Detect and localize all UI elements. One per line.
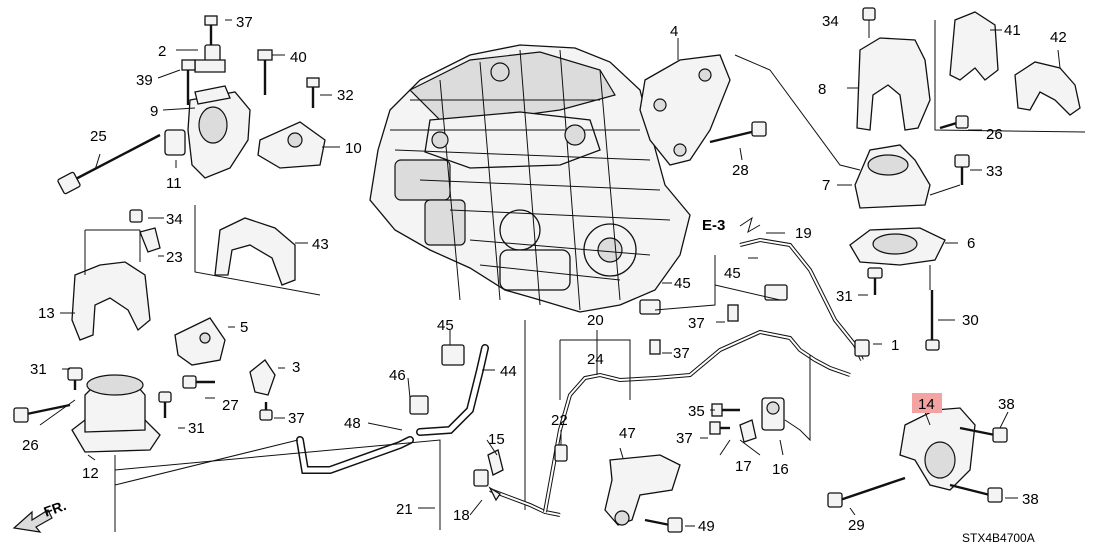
callout-41[interactable]: 41 bbox=[1004, 22, 1021, 39]
callout-39[interactable]: 39 bbox=[136, 72, 153, 89]
callout-31c[interactable]: 31 bbox=[836, 288, 853, 305]
callout-45c[interactable]: 45 bbox=[724, 265, 741, 282]
reference-e3[interactable]: E-3 bbox=[702, 217, 725, 234]
callout-21[interactable]: 21 bbox=[396, 501, 413, 518]
callout-49[interactable]: 49 bbox=[698, 518, 715, 535]
callout-5[interactable]: 5 bbox=[240, 319, 248, 336]
wire-harness-assembly bbox=[543, 232, 882, 513]
callout-3[interactable]: 3 bbox=[292, 359, 300, 376]
mount-13-assembly bbox=[60, 209, 164, 341]
callout-28[interactable]: 28 bbox=[732, 162, 749, 179]
callout-42[interactable]: 42 bbox=[1050, 29, 1067, 46]
highlight-box-14 bbox=[912, 393, 942, 413]
callout-38a[interactable]: 38 bbox=[998, 396, 1015, 413]
callout-11[interactable]: 11 bbox=[166, 175, 182, 192]
reference-e3-arrow bbox=[739, 216, 761, 234]
mount-bracket-9-assembly bbox=[57, 15, 340, 195]
callout-1[interactable]: 1 bbox=[891, 337, 899, 354]
callout-32[interactable]: 32 bbox=[337, 87, 354, 104]
bracket-47-assembly bbox=[604, 447, 695, 533]
sensor-assembly bbox=[700, 355, 811, 456]
callout-30[interactable]: 30 bbox=[962, 312, 979, 329]
callout-26a[interactable]: 26 bbox=[986, 126, 1003, 143]
callout-45b[interactable]: 45 bbox=[674, 275, 691, 292]
svg-text:FR.: FR. bbox=[42, 497, 69, 520]
mount-12-assembly bbox=[13, 317, 285, 461]
bracket-4-assembly bbox=[639, 38, 861, 171]
callout-40[interactable]: 40 bbox=[290, 49, 307, 66]
callout-22[interactable]: 22 bbox=[551, 412, 568, 429]
callout-44[interactable]: 44 bbox=[500, 363, 517, 380]
callout-29[interactable]: 29 bbox=[848, 517, 865, 534]
insulator-43-frame bbox=[194, 205, 321, 296]
callout-15[interactable]: 15 bbox=[488, 431, 505, 448]
callout-14[interactable]: 14 bbox=[918, 396, 935, 413]
callout-7[interactable]: 7 bbox=[822, 177, 830, 194]
callout-6[interactable]: 6 bbox=[967, 235, 975, 252]
insulator-41-42-frame bbox=[934, 11, 1086, 133]
callout-47[interactable]: 47 bbox=[619, 425, 636, 442]
callout-25[interactable]: 25 bbox=[90, 128, 107, 145]
callout-20[interactable]: 20 bbox=[587, 312, 604, 329]
mount-14-assembly bbox=[827, 407, 1018, 516]
callout-18[interactable]: 18 bbox=[453, 507, 470, 524]
callout-37d[interactable]: 37 bbox=[673, 345, 690, 362]
hose-assembly bbox=[114, 320, 561, 532]
callout-13[interactable]: 13 bbox=[38, 305, 55, 322]
callout-37e[interactable]: 37 bbox=[676, 430, 693, 447]
callout-4[interactable]: 4 bbox=[670, 23, 678, 40]
callout-37a[interactable]: 37 bbox=[236, 14, 253, 31]
mount-8-7-6-assembly bbox=[837, 7, 982, 351]
callout-27[interactable]: 27 bbox=[222, 397, 239, 414]
callout-34b[interactable]: 34 bbox=[822, 13, 839, 30]
callout-26b[interactable]: 26 bbox=[22, 437, 39, 454]
callout-17[interactable]: 17 bbox=[735, 458, 752, 475]
callout-48[interactable]: 48 bbox=[344, 415, 361, 432]
callout-9[interactable]: 9 bbox=[150, 103, 158, 120]
engine-assembly bbox=[369, 44, 691, 313]
callout-19[interactable]: 19 bbox=[795, 225, 812, 242]
callout-31a[interactable]: 31 bbox=[30, 361, 47, 378]
callout-37b[interactable]: 37 bbox=[288, 410, 305, 427]
callout-12[interactable]: 12 bbox=[82, 465, 99, 482]
callout-33[interactable]: 33 bbox=[986, 163, 1003, 180]
callout-16[interactable]: 16 bbox=[772, 461, 789, 478]
callout-labels: 1 2 3 4 5 6 7 8 9 10 11 12 13 14 15 16 1… bbox=[22, 13, 1067, 535]
front-direction-marker: FR. bbox=[12, 497, 69, 533]
callout-45a[interactable]: 45 bbox=[437, 317, 454, 334]
callout-31b[interactable]: 31 bbox=[188, 420, 205, 437]
callout-2[interactable]: 2 bbox=[158, 43, 166, 60]
callout-23[interactable]: 23 bbox=[166, 249, 183, 266]
callout-10[interactable]: 10 bbox=[345, 140, 362, 157]
callout-38b[interactable]: 38 bbox=[1022, 491, 1039, 508]
callout-37c[interactable]: 37 bbox=[688, 315, 705, 332]
callout-43[interactable]: 43 bbox=[312, 236, 329, 253]
callout-24[interactable]: 24 bbox=[587, 351, 604, 368]
callout-35[interactable]: 35 bbox=[688, 403, 705, 420]
callout-8[interactable]: 8 bbox=[818, 81, 826, 98]
callout-46[interactable]: 46 bbox=[389, 367, 406, 384]
diagram-code: STX4B4700A bbox=[962, 531, 1035, 545]
callout-34a[interactable]: 34 bbox=[166, 211, 183, 228]
